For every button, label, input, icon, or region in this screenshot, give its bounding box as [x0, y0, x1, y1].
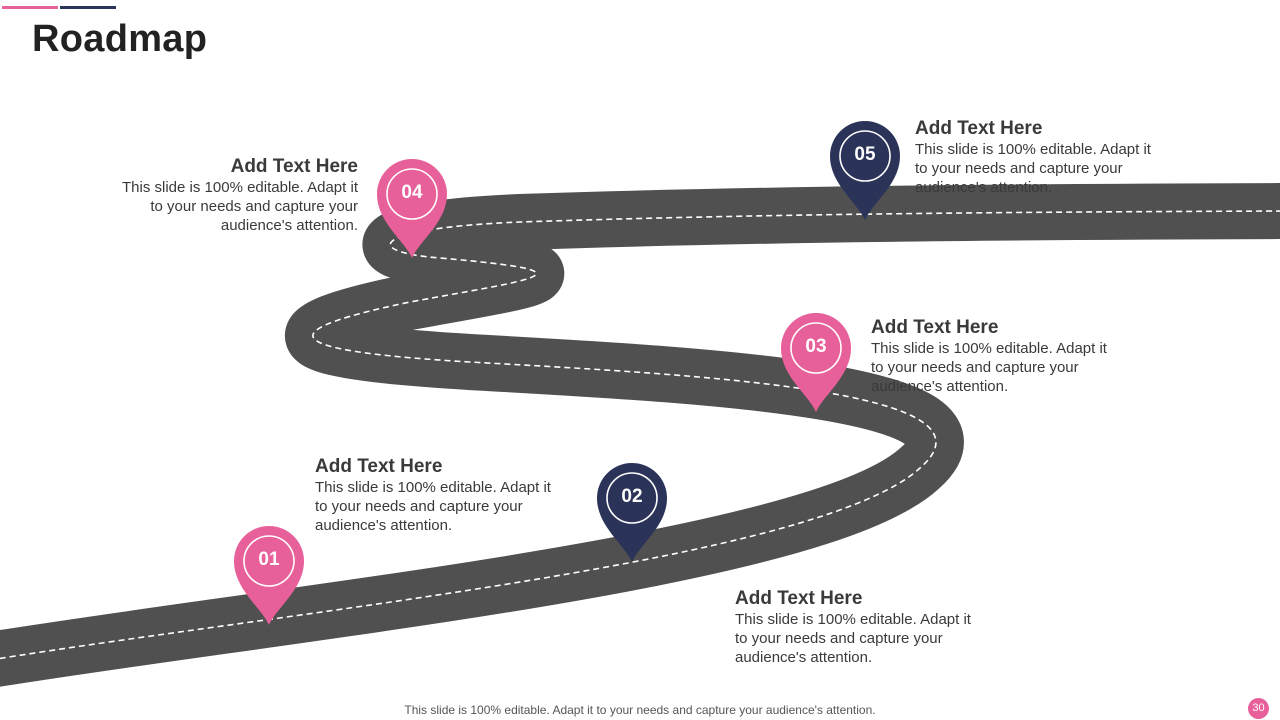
milestone-heading: Add Text Here: [735, 588, 863, 609]
map-pin-icon: [830, 121, 900, 220]
milestone-description: This slide is 100% editable. Adapt it to…: [871, 340, 1107, 395]
milestone-marker-01: 01: [231, 523, 307, 627]
page-title: Roadmap: [32, 18, 208, 60]
milestone-text-02: Add Text Here This slide is 100% editabl…: [735, 588, 980, 667]
milestone-heading: Add Text Here: [315, 456, 443, 477]
milestone-description: This slide is 100% editable. Adapt it to…: [122, 179, 358, 234]
milestone-number: 04: [401, 182, 423, 203]
milestone-number: 05: [854, 144, 876, 165]
milestone-text-04: Add Text Here This slide is 100% editabl…: [113, 156, 358, 235]
milestone-text-03: Add Text Here This slide is 100% editabl…: [871, 317, 1116, 396]
milestone-marker-03: 03: [778, 310, 854, 414]
milestone-description: This slide is 100% editable. Adapt it to…: [315, 479, 551, 534]
map-pin-icon: [234, 526, 304, 625]
map-pin-icon: [597, 463, 667, 562]
milestone-marker-04: 04: [374, 156, 450, 260]
milestone-heading: Add Text Here: [230, 156, 358, 177]
road-surface: [0, 183, 1280, 687]
accent-bar-pink: [2, 6, 58, 9]
milestone-number: 03: [805, 336, 827, 357]
footer-note: This slide is 100% editable. Adapt it to…: [404, 703, 876, 717]
milestone-number: 02: [621, 486, 643, 507]
milestone-text-05: Add Text Here This slide is 100% editabl…: [915, 118, 1160, 197]
milestone-marker-02: 02: [594, 460, 670, 564]
accent-bar-navy: [60, 6, 116, 9]
milestone-description: This slide is 100% editable. Adapt it to…: [735, 611, 971, 666]
milestone-heading: Add Text Here: [915, 118, 1043, 139]
milestone-marker-05: 05: [827, 118, 903, 222]
milestone-description: This slide is 100% editable. Adapt it to…: [915, 141, 1151, 196]
map-pin-icon: [781, 313, 851, 412]
road-center-dashes: [0, 210, 1280, 660]
milestone-heading: Add Text Here: [871, 317, 999, 338]
page-number-badge: 30: [1248, 698, 1269, 719]
milestone-text-01: Add Text Here This slide is 100% editabl…: [315, 456, 560, 535]
map-pin-icon: [377, 159, 447, 258]
milestone-number: 01: [258, 549, 280, 570]
